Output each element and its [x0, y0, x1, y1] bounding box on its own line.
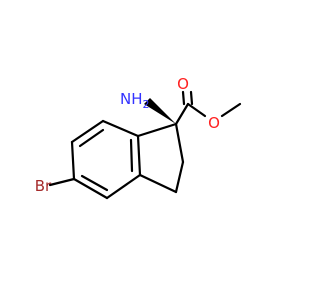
bromine-label: Br: [35, 177, 52, 195]
ester-oxygen-label: O: [208, 114, 220, 132]
bond-carbonyl-double-a: [181, 90, 186, 106]
carbonyl-oxygen-label: O: [177, 75, 189, 93]
amine-subscript: 2: [143, 98, 150, 111]
bond-c3a-c7a: [136, 134, 142, 177]
bond-c5-br: [48, 177, 76, 187]
bond-c5-c4-inner: [80, 174, 109, 192]
bond-c5-c4: [72, 177, 109, 200]
bond-c2-c3: [174, 160, 185, 194]
bond-c4-c3a: [105, 173, 142, 200]
bond-c7a-c7: [101, 119, 140, 138]
stereo-wedge-bond: [144, 98, 176, 124]
bond-carbonyl-double-b: [189, 90, 194, 106]
bond-c1-carbonyl: [174, 102, 190, 126]
bond-c7-c6-inner: [78, 128, 105, 148]
amine-label: NH2: [120, 90, 150, 111]
bond-c3a-c7a-inner: [129, 138, 134, 173]
bond-carbonyl-ester-o: [186, 102, 207, 118]
bond-c3-c3a: [138, 173, 178, 194]
amine-text: NH: [120, 90, 143, 108]
bond-c7-c6: [70, 119, 105, 144]
bond-ester-o-methyl: [220, 102, 242, 118]
bond-c6-c5: [70, 140, 76, 181]
bond-c7a-c1: [136, 122, 178, 138]
bond-c1-c2: [174, 122, 185, 164]
structure-diagram: NH2 O O Br: [35, 75, 242, 200]
